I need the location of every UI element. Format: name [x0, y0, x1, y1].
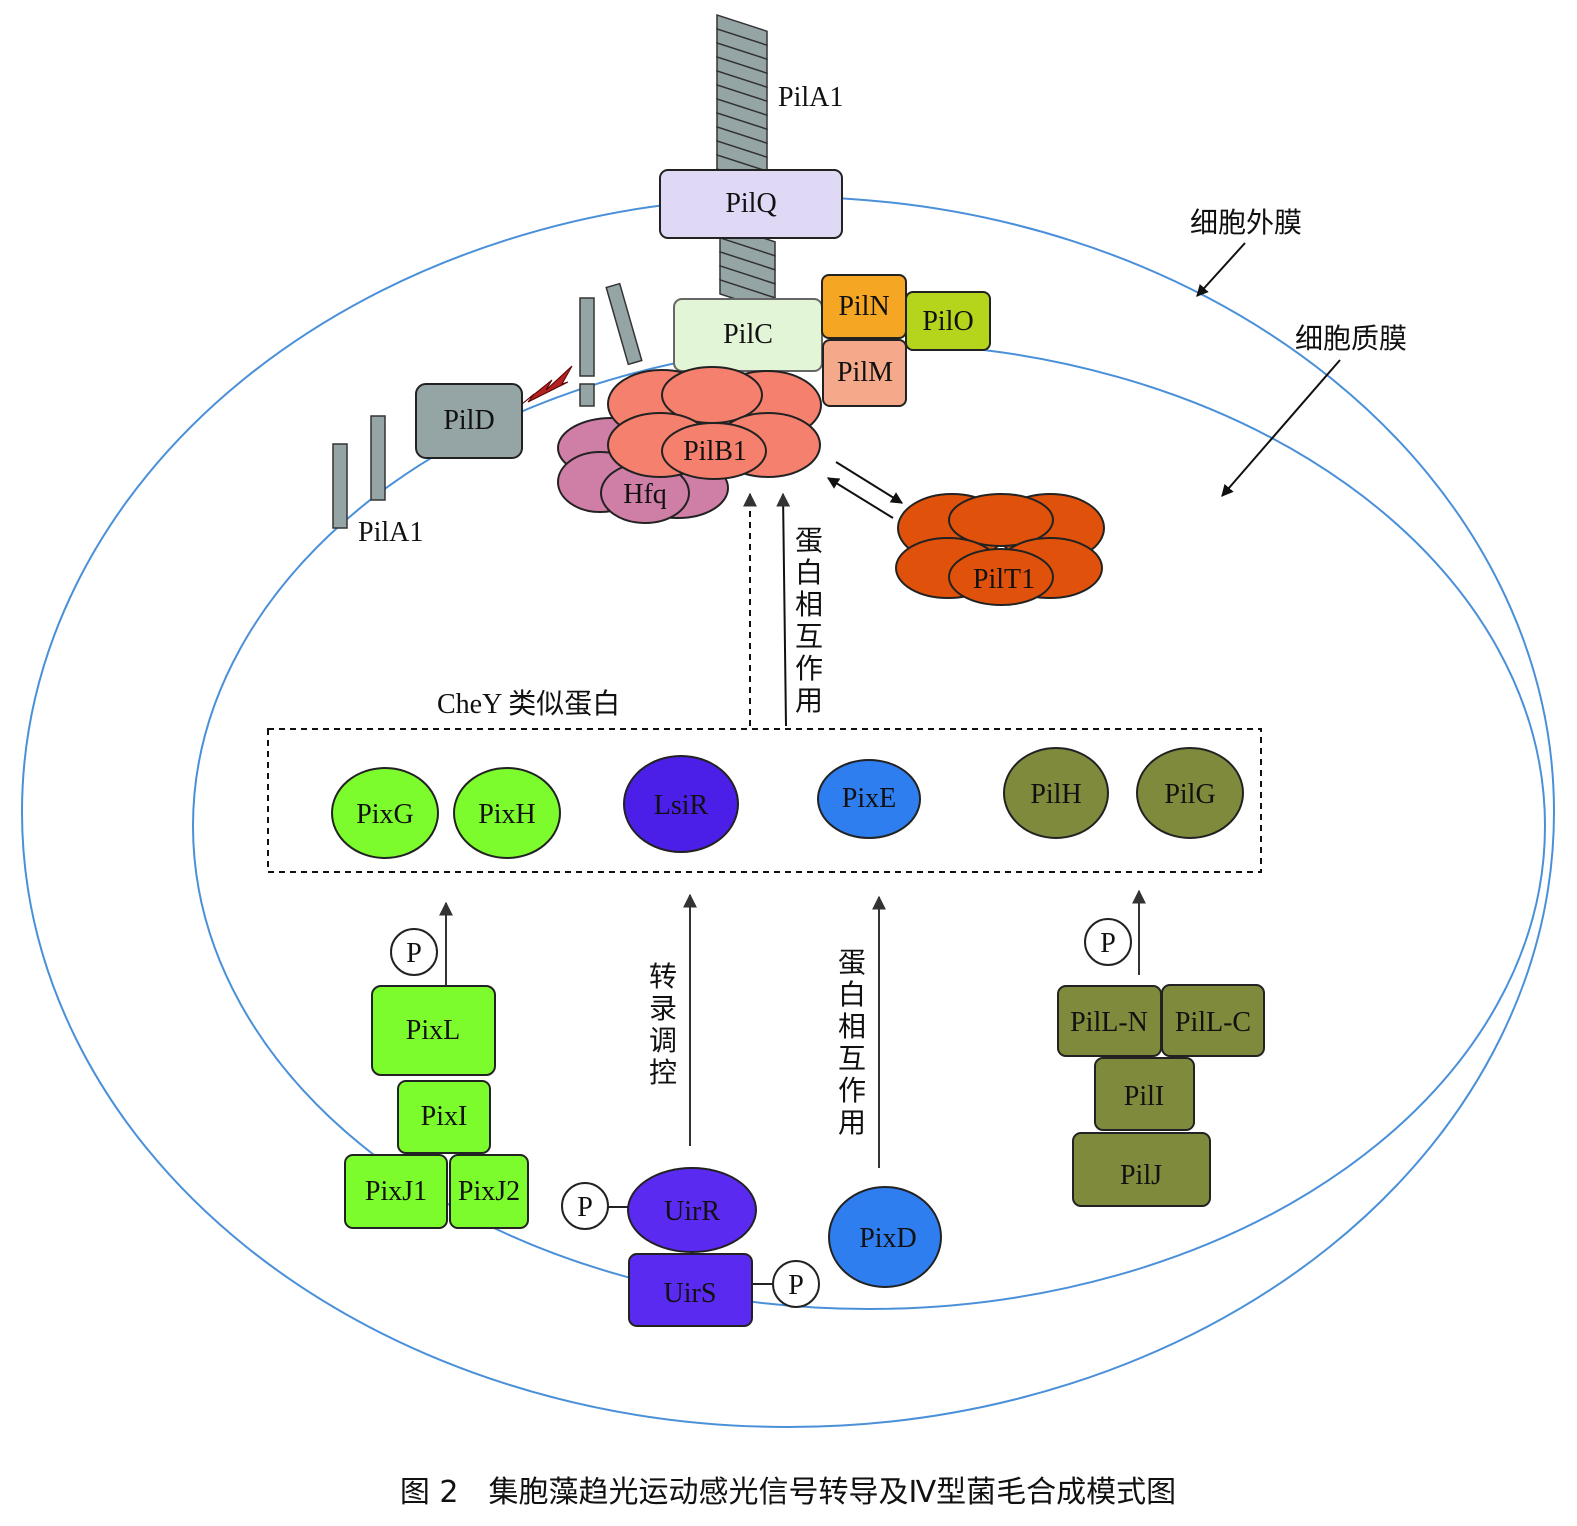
outer-membrane-label: 细胞外膜: [1190, 206, 1302, 239]
pilc-label: PilC: [723, 319, 773, 350]
pila1-left-label: PilA1: [358, 517, 423, 548]
pild-label: PilD: [443, 405, 494, 436]
lsir-label: LsiR: [654, 790, 709, 821]
pili-box: [1094, 1057, 1195, 1131]
pilb1-pilt1-forward-arrow: [835, 461, 904, 504]
inner-membrane-label: 细胞质膜: [1295, 322, 1407, 355]
chey-title: CheY 类似蛋白: [437, 688, 620, 720]
pilo-box: [905, 291, 991, 351]
pilc-box: [673, 298, 823, 372]
pill-c-box: [1161, 984, 1265, 1057]
pixh-oval: [453, 767, 561, 859]
pilg-label: PilG: [1164, 779, 1215, 810]
pilt1-label: PilT1: [973, 564, 1035, 595]
pixj2-label: PixJ2: [458, 1176, 520, 1207]
pilm-label: PilM: [837, 357, 893, 388]
pilq-box: [659, 169, 843, 239]
uirs-box: [628, 1253, 753, 1327]
lsir-oval: [623, 755, 739, 853]
pixi-label: PixI: [421, 1101, 468, 1132]
pild-box: [415, 383, 523, 459]
uirs-phospho-label: P: [788, 1270, 804, 1301]
piln-label: PilN: [838, 291, 889, 322]
pila1-subunits: [332, 282, 643, 529]
pilg-oval: [1136, 747, 1244, 839]
pixj1-box: [344, 1154, 448, 1229]
pilt1-complex: [895, 493, 1105, 606]
solid-arrow-to-pilb1: [776, 492, 791, 727]
pilm-box: [822, 339, 907, 407]
pill-c-label: PilL-C: [1175, 1007, 1251, 1038]
pixg-label: PixG: [356, 799, 414, 830]
pixj1-label: PixJ1: [365, 1176, 427, 1207]
pill-phospho-circle: [1084, 918, 1132, 966]
pixl-phospho-label: P: [406, 938, 422, 969]
pilb1-label: PilB1: [683, 436, 747, 467]
pila1-top-label: PilA1: [778, 82, 843, 113]
pixd-oval: [828, 1186, 942, 1288]
pixd-label: PixD: [859, 1223, 917, 1254]
pixl-box: [371, 985, 496, 1076]
pixe-label: PixE: [842, 783, 896, 814]
pill-n-label: PilL-N: [1070, 1007, 1148, 1038]
pixi-box: [397, 1080, 491, 1154]
uirs-label: UirS: [664, 1278, 717, 1309]
pixl-phospho-circle: [390, 928, 438, 976]
pilj-label: PilJ: [1120, 1160, 1162, 1191]
pili-label: PilI: [1124, 1081, 1164, 1112]
protein-interaction-bottom-text: 蛋白相互作用: [838, 946, 866, 1139]
figure-caption: 图 2 集胞藻趋光运动感光信号转导及Ⅳ型菌毛合成模式图: [400, 1475, 1176, 1510]
protein-interaction-top-label: 蛋白相互作用: [795, 524, 823, 717]
pilh-oval: [1003, 747, 1109, 839]
pill-phospho-label: P: [1100, 928, 1116, 959]
lightning-icon: [521, 365, 573, 405]
pilh-label: PilH: [1030, 779, 1081, 810]
pilj-box: [1072, 1132, 1211, 1207]
uirr-phospho-circle: [561, 1182, 609, 1230]
pixg-oval: [331, 767, 439, 859]
hfq-label: Hfq: [623, 479, 667, 510]
uirr-label: UirR: [664, 1196, 720, 1227]
uirr-phospho-label: P: [577, 1192, 593, 1223]
inner-membrane-pointer: [1221, 359, 1341, 497]
pixh-label: PixH: [478, 799, 536, 830]
pixj2-box: [449, 1154, 529, 1229]
protein-interaction-top-text: 蛋白相互作用: [795, 524, 823, 717]
transcription-regulation-text: 转录调控: [649, 960, 677, 1089]
uirs-phospho-circle: [772, 1260, 820, 1308]
pilb1-pilt1-reverse-arrow: [826, 477, 894, 519]
pilq-label: PilQ: [725, 188, 776, 219]
pixl-label: PixL: [406, 1015, 460, 1046]
uirr-oval: [627, 1167, 757, 1253]
pilo-label: PilO: [922, 306, 973, 337]
pixe-oval: [817, 759, 921, 839]
chey-like-proteins-box: [267, 728, 1262, 873]
pilb1-complex: [607, 366, 822, 480]
outer-membrane-pointer: [1196, 242, 1246, 297]
